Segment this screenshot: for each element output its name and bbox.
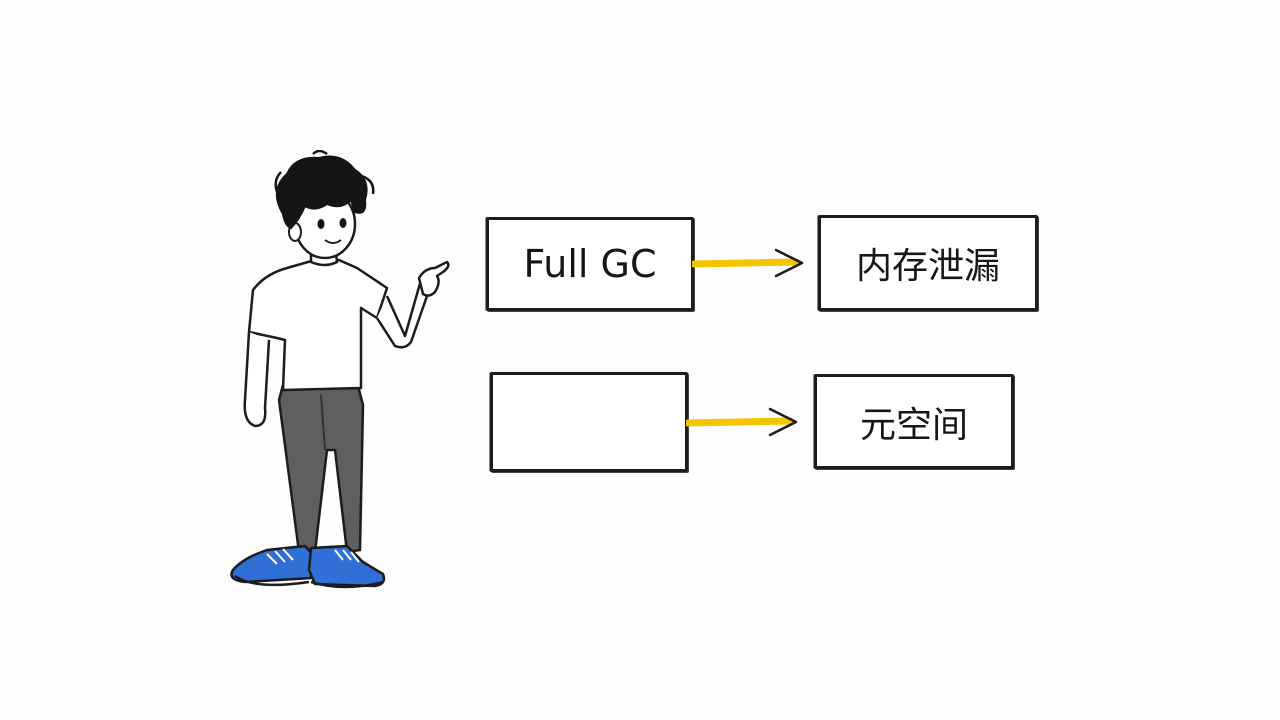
node-blank xyxy=(490,372,688,472)
left-shoe xyxy=(230,544,315,584)
node-metaspace-label: 元空间 xyxy=(859,404,968,446)
node-memory-leak: 内存泄漏 xyxy=(818,215,1038,311)
shirt xyxy=(247,258,389,392)
node-metaspace: 元空间 xyxy=(814,374,1014,469)
left-arm xyxy=(243,331,271,428)
arrow-shaft xyxy=(686,417,794,427)
arrow-head xyxy=(768,407,798,437)
arrow-head xyxy=(774,248,804,278)
arrow-shaft xyxy=(692,258,800,268)
node-memory-leak-label: 内存泄漏 xyxy=(855,246,1000,287)
right-shoe xyxy=(307,544,386,588)
node-full-gc: Full GC xyxy=(486,217,694,311)
arrow-full-gc-to-memory-leak xyxy=(692,248,804,278)
pointing-hand xyxy=(417,260,450,297)
arrow-blank-to-metaspace xyxy=(686,407,798,437)
pants xyxy=(277,380,365,554)
node-full-gc-label: Full GC xyxy=(523,242,657,286)
hair xyxy=(276,155,368,230)
pointing-person-icon xyxy=(230,150,450,589)
